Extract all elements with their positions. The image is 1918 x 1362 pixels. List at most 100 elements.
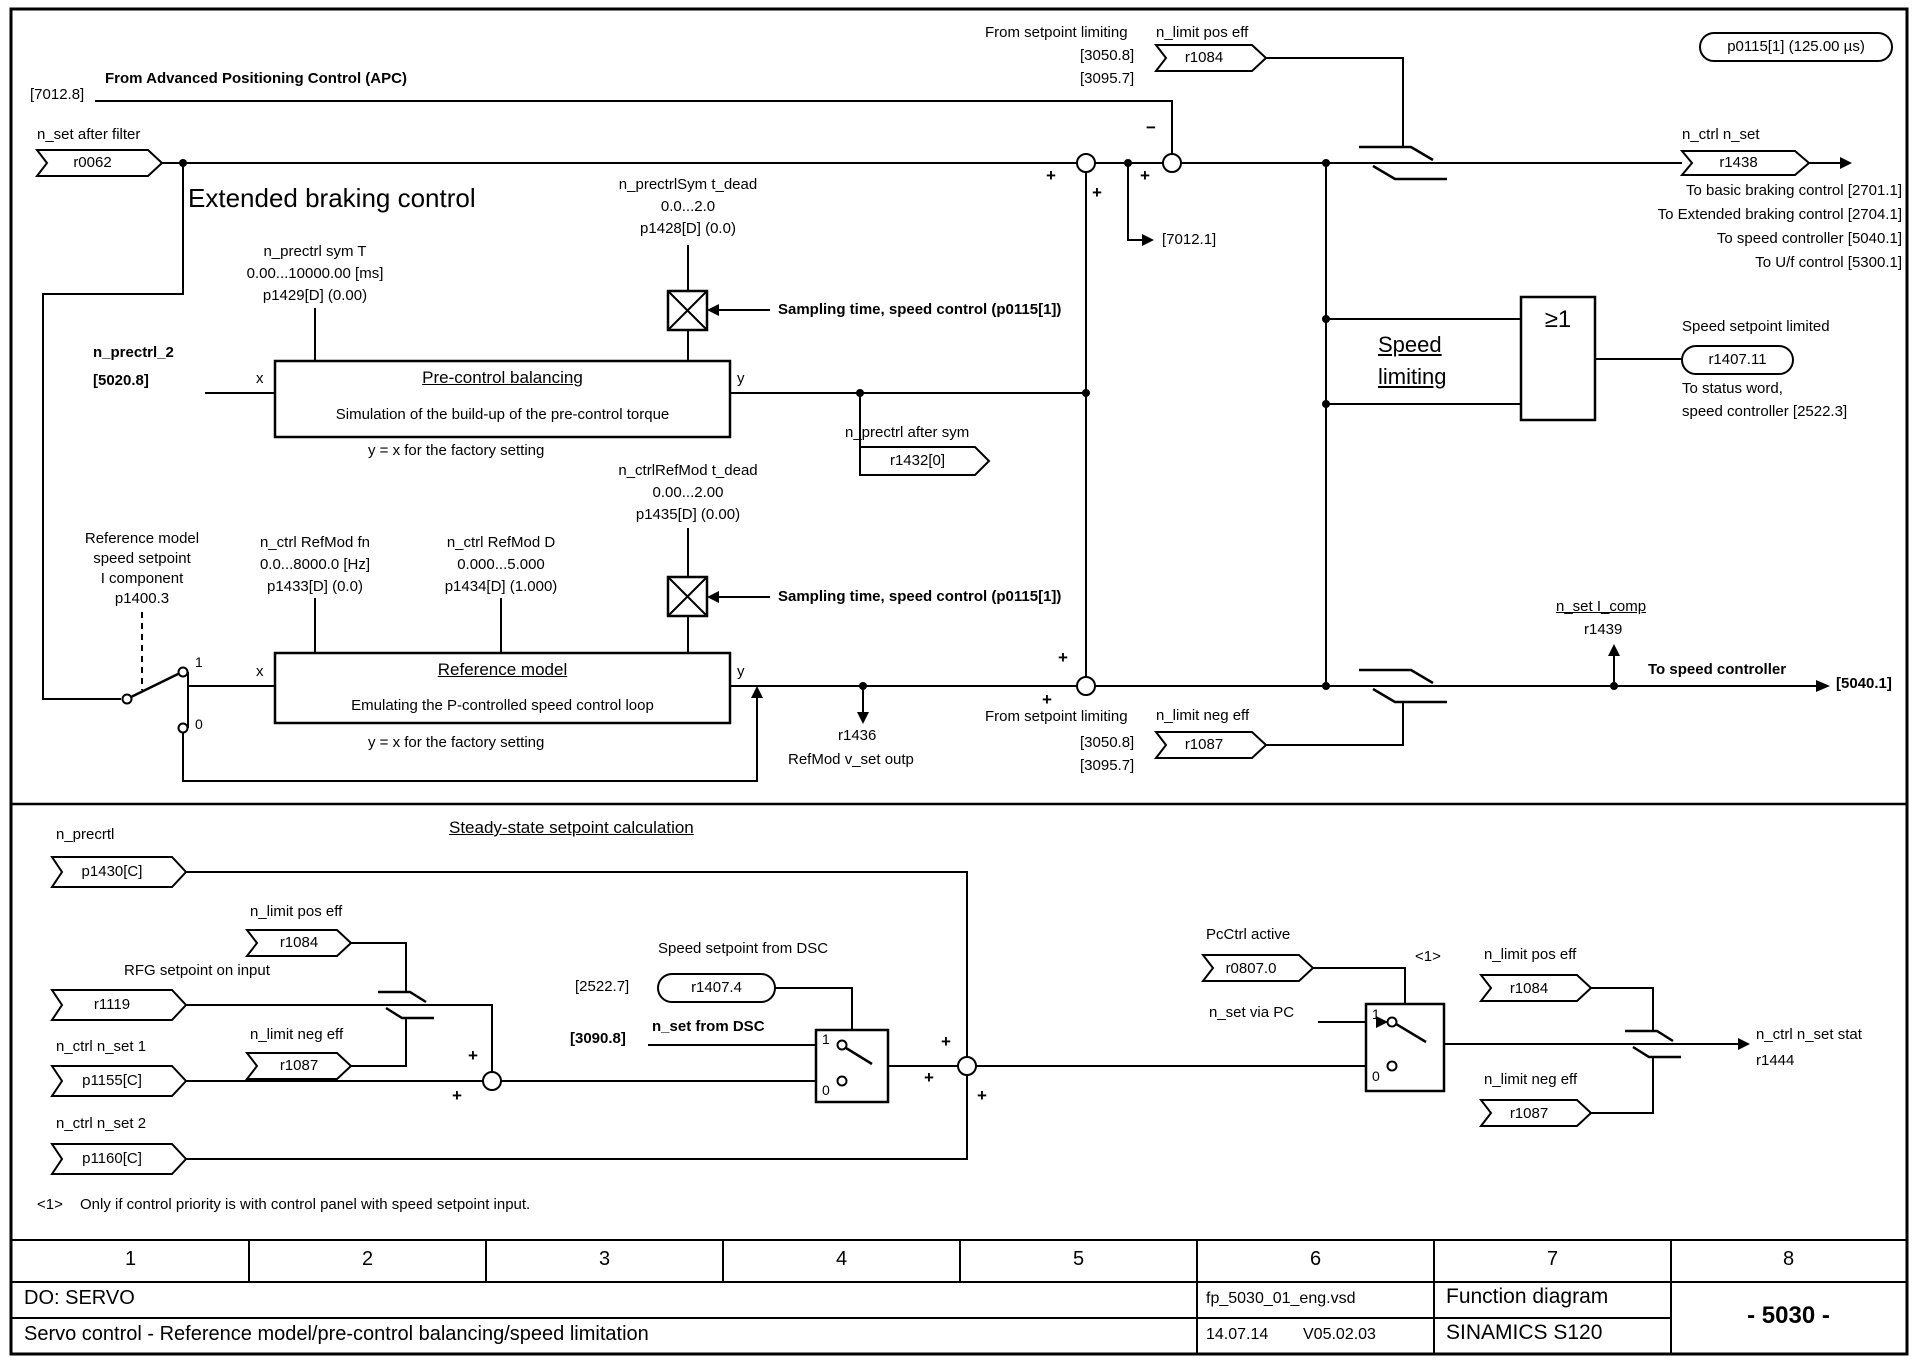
sum1-sign-left: + — [1046, 166, 1056, 185]
file-name: fp_5030_01_eng.vsd — [1206, 1290, 1356, 1307]
do-servo-label: DO: SERVO — [24, 1287, 135, 1309]
label-n-ctrl-n-set-stat: n_ctrl n_set stat — [1756, 1026, 1862, 1043]
refmodel-y-label: y — [737, 663, 745, 680]
flag-r1084-left: r1084 — [279, 934, 319, 951]
switch-contacts — [121, 666, 1398, 1087]
date-label: 14.07.14 — [1206, 1326, 1269, 1343]
sum-junction-1 — [1076, 153, 1096, 173]
top-limiter-icon — [1359, 145, 1447, 181]
column-number-5: 5 — [1072, 1248, 1085, 1270]
param-p1434-range: 0.000...5.000 — [457, 556, 545, 573]
footnote-mark: <1> — [37, 1196, 63, 1213]
flag-r1087-right: r1087 — [1509, 1105, 1549, 1122]
selector-line-4: p1400.3 — [114, 590, 170, 607]
label-n-ctrl-n-set-2: n_ctrl n_set 2 — [56, 1115, 147, 1132]
sum2-sign-top: − — [1146, 118, 1156, 137]
label-from-setpoint-limiting-top: From setpoint limiting — [985, 24, 1128, 41]
precontrol-block-subtitle: Simulation of the build-up of the pre-co… — [335, 406, 670, 423]
flag-r1084-right: r1084 — [1509, 980, 1549, 997]
title-block-grid — [12, 1239, 1906, 1354]
flag-p1155: p1155[C] — [82, 1072, 142, 1089]
footnote-mark-inline: <1> — [1415, 948, 1441, 965]
column-number-1: 1 — [124, 1248, 137, 1270]
signal-lines — [42, 57, 1840, 1160]
param-p1433-value: p1433[D] (0.0) — [267, 578, 363, 595]
flag-p1430: p1430[C] — [81, 863, 143, 880]
pill-p0115: p0115[1] (125.00 µs) — [1727, 38, 1865, 55]
flag-r1087-right-shape — [1478, 1099, 1593, 1127]
param-p1428-range: 0.0...2.0 — [660, 198, 716, 215]
ref-7012-8: [7012.8] — [30, 86, 85, 103]
sum4-sign-left: + — [452, 1086, 462, 1105]
refmodel-x-label: x — [256, 663, 264, 680]
label-n-limit-neg-eff-right: n_limit neg eff — [1484, 1071, 1578, 1088]
refmodel-block-subtitle: Emulating the P-controlled speed control… — [351, 697, 654, 714]
limiter-icons — [378, 145, 1681, 1059]
label-r1439: r1439 — [1584, 621, 1623, 638]
junction-dots — [179, 159, 1618, 690]
flag-r1438-shape — [1679, 150, 1811, 176]
label-sampling-time-2: Sampling time, speed control (p0115[1]) — [778, 588, 1062, 605]
ref-3095-top: [3095.7] — [1080, 70, 1135, 87]
flag-r1432: r1432[0] — [889, 452, 946, 469]
dsc-switch-pos-0: 0 — [822, 1082, 830, 1098]
pill-r1407-4: r1407.4 — [691, 979, 742, 996]
connector-flags — [34, 32, 1893, 1175]
label-n-set-via-pc: n_set via PC — [1209, 1004, 1295, 1021]
switch-arms — [130, 672, 1427, 1066]
dsc-switch-box — [814, 1028, 890, 1104]
label-n-set-after-filter: n_set after filter — [37, 126, 141, 143]
label-r1444: r1444 — [1756, 1052, 1795, 1069]
flag-r1087-mid: r1087 — [1184, 736, 1224, 753]
label-n-limit-neg-eff-left: n_limit neg eff — [250, 1026, 344, 1043]
flag-r0062-shape — [34, 149, 164, 177]
flag-p1160-shape — [50, 1143, 188, 1175]
sum5-sign-top: + — [941, 1032, 951, 1051]
pill-r1407-11: r1407.11 — [1708, 351, 1767, 368]
sum-junction-2 — [1162, 153, 1182, 173]
sum3-sign-left: + — [1042, 690, 1052, 709]
ref-7012-1: [7012.1] — [1162, 231, 1217, 248]
ref-3050-top: [3050.8] — [1080, 47, 1135, 64]
diagram-subtitle: Servo control - Reference model/pre-cont… — [24, 1323, 649, 1345]
precontrol-x-label: x — [256, 370, 264, 387]
label-to-speed-controller: To speed controller [5040.1] — [1716, 230, 1902, 247]
flag-r1084-left-shape — [244, 929, 353, 957]
sum2-sign-left: + — [1140, 166, 1150, 185]
param-p1433-name: n_ctrl RefMod fn — [259, 534, 371, 551]
flag-r1432-shape — [859, 446, 991, 476]
precontrol-block-title: Pre-control balancing — [422, 368, 583, 387]
param-p1428-name: n_prectrlSym t_dead — [618, 176, 758, 193]
pill-r1407-4-shape — [657, 973, 776, 1003]
label-n-limit-neg-eff-mid: n_limit neg eff — [1156, 707, 1250, 724]
sum-junction-3 — [1076, 676, 1096, 696]
ref-2522-7: [2522.7] — [575, 978, 630, 995]
label-speed-controller-2522: speed controller [2522.3] — [1682, 403, 1848, 420]
heading-extended-braking: Extended braking control — [188, 183, 476, 213]
precontrol-y-label: y — [737, 370, 745, 387]
label-n-limit-pos-eff-top: n_limit pos eff — [1156, 24, 1249, 41]
refmodel-switch-pos-1: 1 — [195, 654, 203, 670]
label-n-ctrl-n-set: n_ctrl n_set — [1682, 126, 1760, 143]
label-pcctrl-active: PcCtrl active — [1206, 926, 1291, 943]
or-gate-label: ≥1 — [1544, 306, 1572, 333]
flag-p1430-shape — [50, 856, 188, 888]
flag-r1119: r1119 — [93, 996, 131, 1013]
label-speed-setpoint-from-dsc: Speed setpoint from DSC — [658, 940, 829, 957]
pc-switch-pos-0: 0 — [1372, 1068, 1380, 1084]
label-to-speed-controller-out: To speed controller — [1648, 661, 1787, 678]
param-p1435-value: p1435[D] (0.00) — [635, 506, 741, 523]
param-p1429-value: p1429[D] (0.00) — [262, 287, 368, 304]
label-n-set-i-comp: n_set I_comp — [1556, 598, 1647, 615]
selector-line-1: Reference model — [84, 530, 200, 547]
flag-r1084-top: r1084 — [1184, 49, 1224, 66]
selector-line-3: I component — [100, 570, 184, 587]
diagram-number: - 5030 - — [1747, 1302, 1830, 1329]
ref-3050-mid: [3050.8] — [1080, 734, 1135, 751]
label-n-set-from-dsc: n_set from DSC — [652, 1018, 765, 1035]
param-p1429-range: 0.00...10000.00 [ms] — [246, 265, 384, 282]
sum-junction-4 — [482, 1071, 502, 1091]
flag-r1084-right-shape — [1478, 974, 1593, 1002]
steady-state-title: Steady-state setpoint calculation — [449, 818, 694, 837]
speed-limiting-word1: Speed — [1378, 332, 1442, 357]
